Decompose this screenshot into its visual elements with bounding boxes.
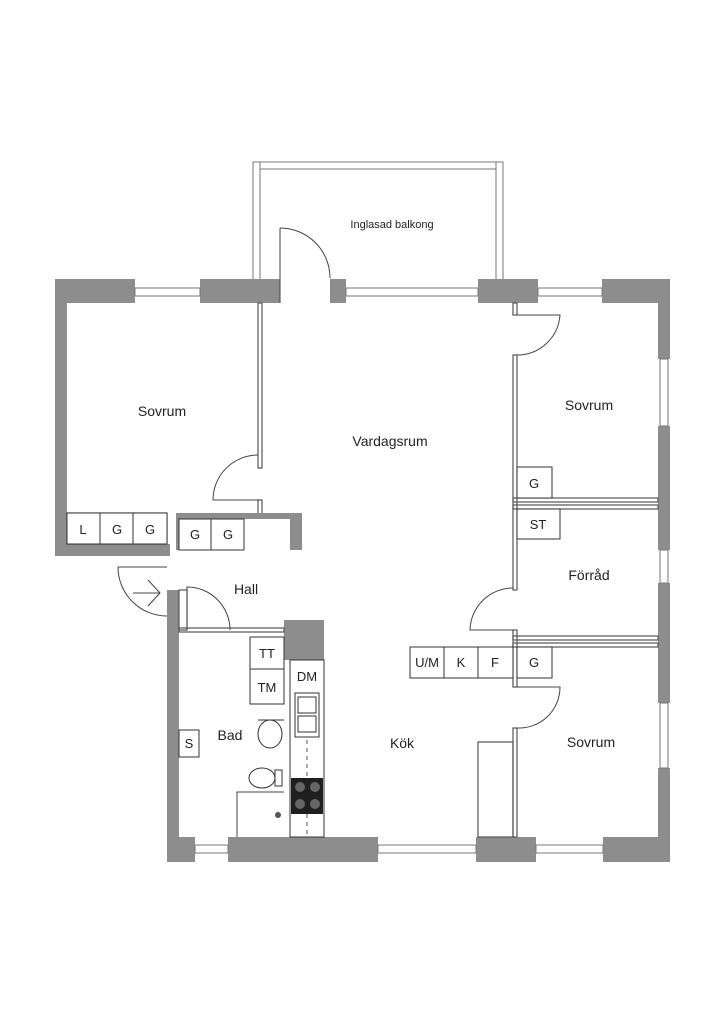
fixture-label-st: ST: [530, 517, 547, 532]
room-label-balcony: Inglasad balkong: [350, 219, 433, 231]
storage-st-box: [516, 508, 561, 540]
fixture-label-g: G: [223, 527, 233, 542]
wardrobes-left: [66, 512, 168, 545]
kitchen-counter: [289, 659, 325, 838]
room-label-bedroom-top-right: Sovrum: [565, 397, 613, 413]
fixture-label-g: G: [529, 655, 539, 670]
doors: [117, 227, 561, 729]
kitchen-units: [409, 646, 553, 679]
fixture-label-g: G: [529, 476, 539, 491]
fixture-label-um: U/M: [415, 655, 439, 670]
fixture-label-g: G: [190, 527, 200, 542]
room-label-living: Vardagsrum: [352, 433, 427, 449]
fixture-label-tt: TT: [259, 646, 275, 661]
fixture-label-g: G: [112, 522, 122, 537]
fixture-label-f: F: [491, 655, 499, 670]
wardrobes-hall: [178, 518, 245, 551]
room-label-kitchen: Kök: [390, 735, 415, 751]
exterior-walls: [55, 279, 670, 862]
fixture-label-l: L: [79, 522, 86, 537]
fixture-label-s: S: [185, 736, 194, 751]
fixture-label-dm: DM: [297, 669, 317, 684]
fixture-label-g: G: [145, 522, 155, 537]
bath-fixtures: [236, 719, 284, 837]
wardrobe-bedroom-tr-box: [516, 466, 553, 499]
room-label-bedroom-bottom-right: Sovrum: [567, 734, 615, 750]
room-label-storage: Förråd: [568, 567, 609, 583]
room-label-hall: Hall: [234, 581, 258, 597]
room-label-bath: Bad: [218, 727, 243, 743]
fixture-label-k: K: [457, 655, 466, 670]
windows: [134, 287, 669, 854]
fixture-label-tm: TM: [258, 680, 277, 695]
bath-units: [178, 636, 285, 758]
room-label-bedroom-left: Sovrum: [138, 403, 186, 419]
